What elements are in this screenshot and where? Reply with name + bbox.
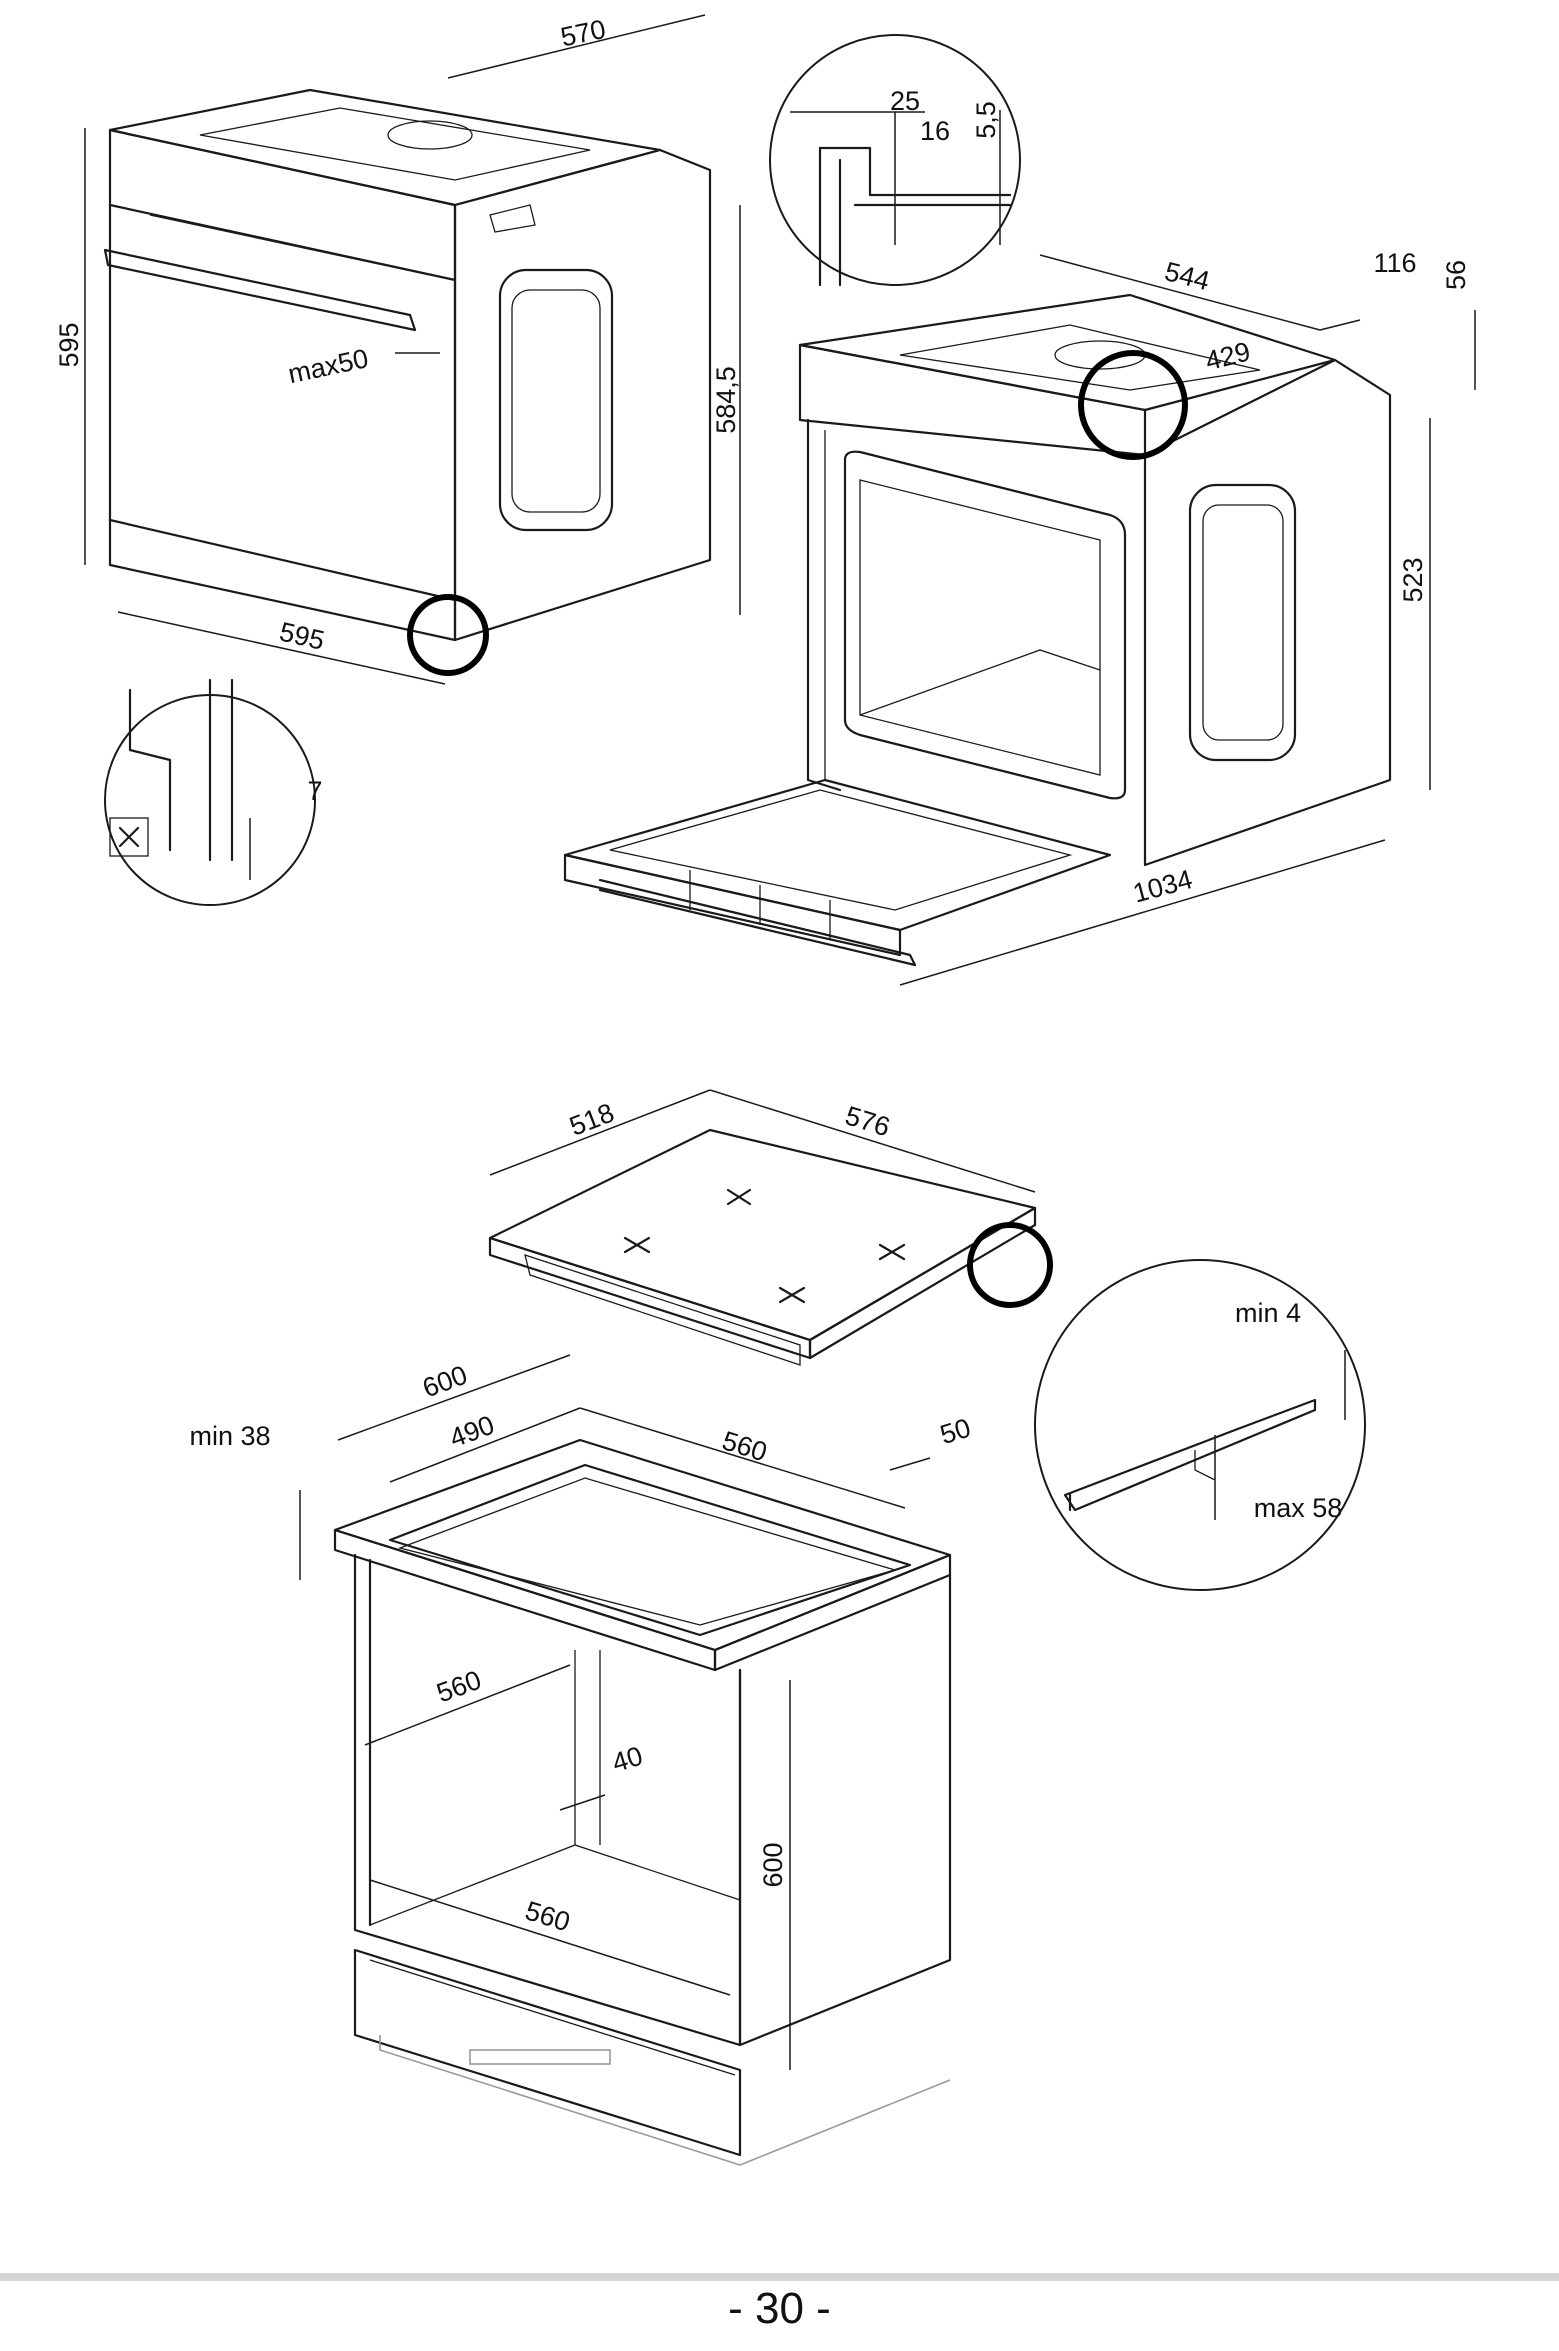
cooking-zone-marks (623, 1188, 906, 1304)
oven-closed (103, 88, 712, 642)
counter-depth-label: 600 (419, 1360, 472, 1404)
detail-callouts (407, 350, 1188, 1308)
zoom-hob-edge (1034, 1259, 1366, 1591)
oven-open (563, 293, 1392, 967)
zoom-oven-foot (104, 678, 316, 906)
hob (488, 1128, 1037, 1366)
foot-height-label: 7 (307, 776, 322, 806)
oven-height-label: 595 (54, 322, 84, 367)
oven-width-label: 595 (277, 617, 328, 656)
zoom-oven-top (769, 34, 1021, 287)
hob-width-label: 576 (842, 1100, 894, 1142)
max-depth-label: max 58 (1254, 1493, 1343, 1523)
footer-rule (0, 2273, 1559, 2281)
cutout-depth-label: 490 (446, 1410, 499, 1454)
top-width-label: 429 (1202, 336, 1253, 376)
dimension-labels: 595 595 570 584,5 max50 7 25 16 5,5 544 … (54, 14, 1471, 1937)
rear-gap-label: 40 (609, 1741, 647, 1778)
counter-thickness-label: min 38 (189, 1421, 270, 1451)
oven-depth-label: 570 (558, 14, 608, 53)
hob-depth-label: 518 (565, 1098, 618, 1142)
cabinet (333, 1438, 952, 2166)
detail-25-label: 25 (890, 86, 920, 116)
min-gap-label: min 4 (1235, 1298, 1301, 1328)
handle-clearance-label: max50 (285, 343, 371, 389)
inner-height-label: 523 (1398, 557, 1428, 602)
back-gap-label: 50 (937, 1413, 975, 1450)
detail-16-label: 16 (920, 116, 950, 146)
top-offset-label: 56 (1441, 260, 1471, 290)
niche-height-label: 600 (758, 1842, 788, 1887)
dimension-lines (84, 14, 1476, 2070)
page-number: - 30 - (728, 2284, 831, 2333)
open-depth-label: 1034 (1130, 864, 1196, 909)
lip-label: 116 (1373, 248, 1416, 278)
cutout-width-label: 560 (719, 1425, 771, 1467)
detail-55-label: 5,5 (971, 101, 1001, 139)
oven-body-height-label: 584,5 (711, 366, 741, 434)
